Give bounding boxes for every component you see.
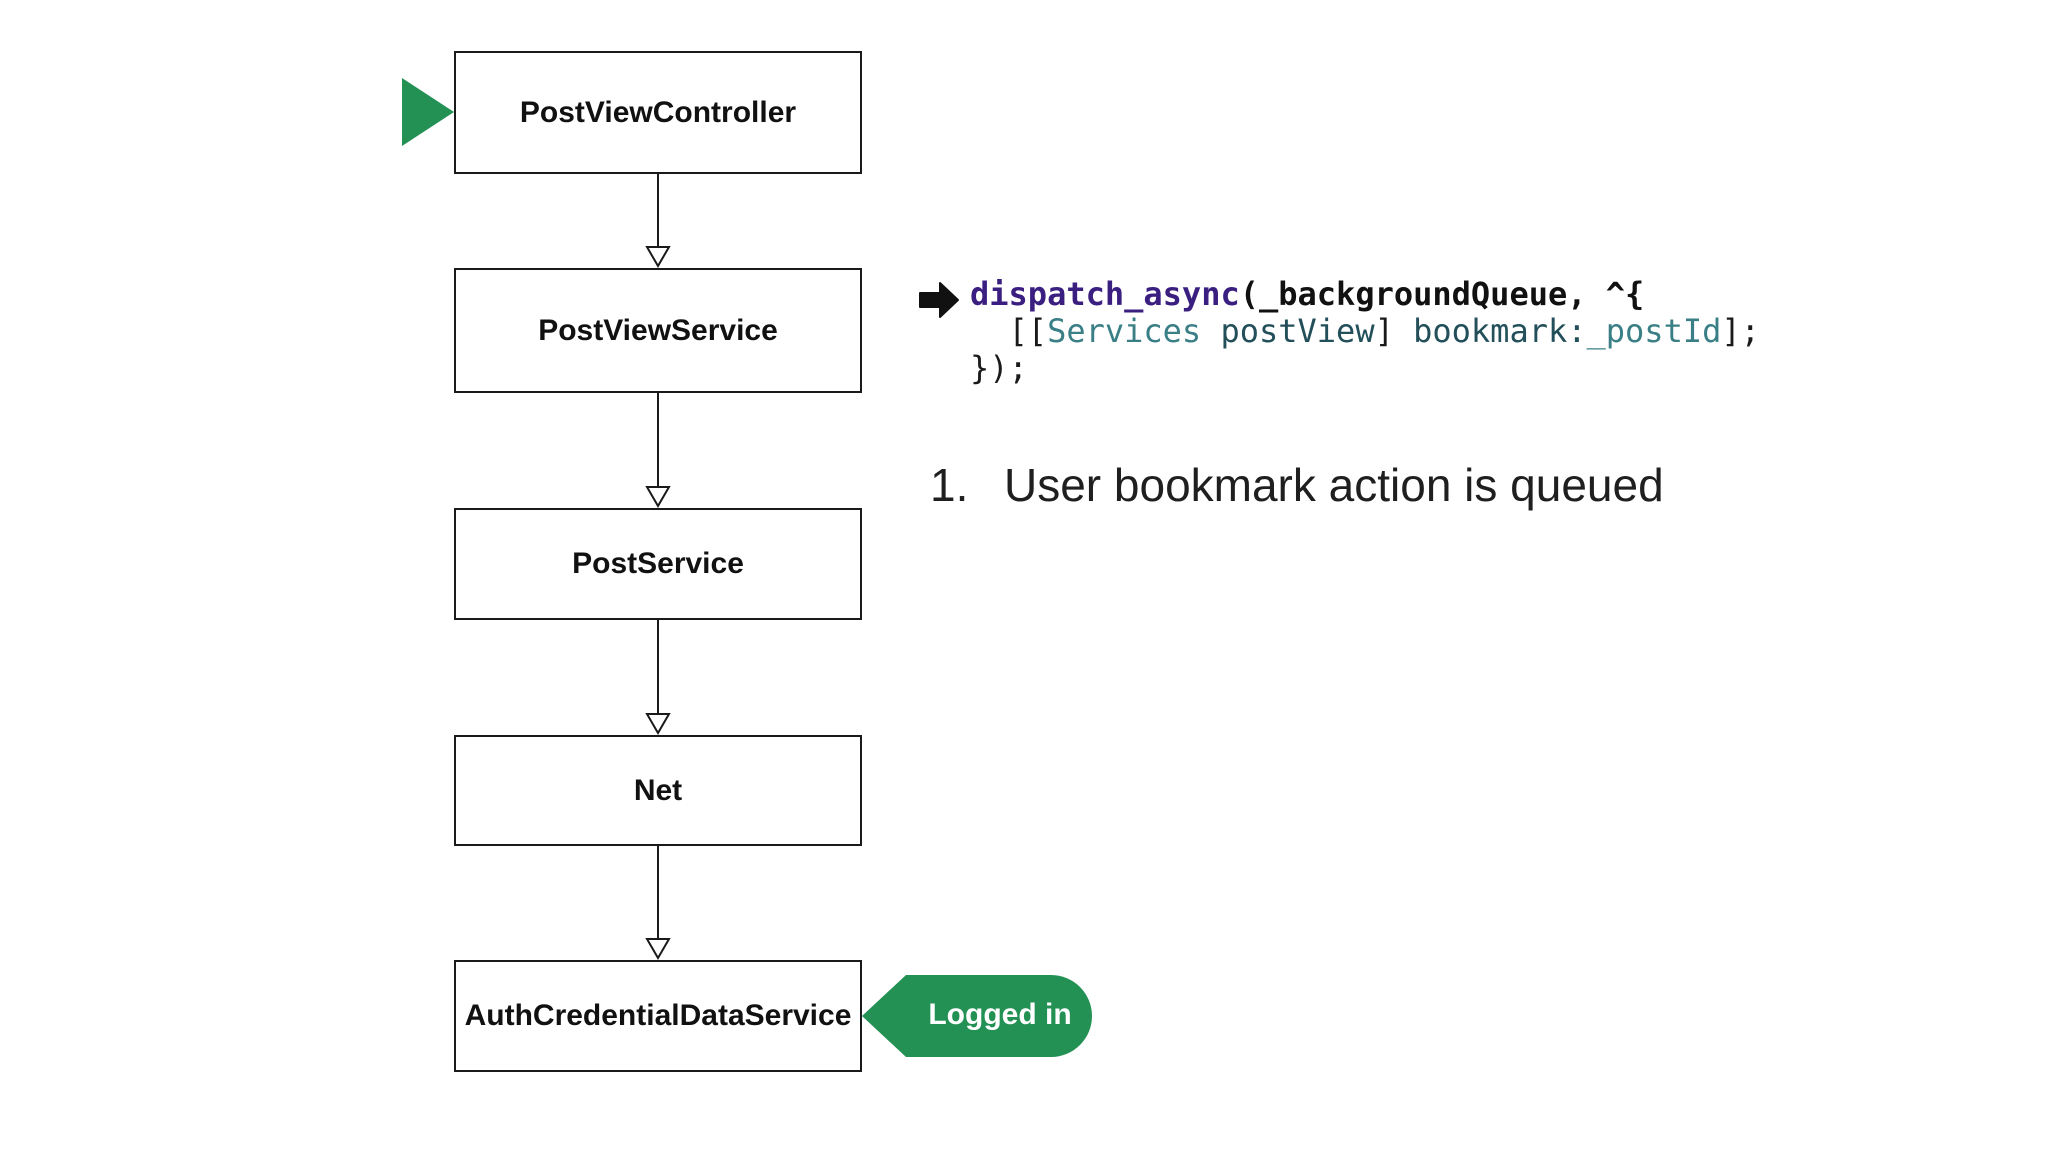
code-arguments: (_backgroundQueue, ^{ [1239, 275, 1645, 313]
flow-box-postviewcontroller: PostViewController [454, 51, 862, 174]
logged-in-badge: Logged in [900, 974, 1100, 1056]
flow-box-label: AuthCredentialDataService [464, 999, 852, 1032]
arrowhead-icon [645, 246, 671, 268]
code-line-2: [[Services postView] bookmark:_postId]; [1008, 312, 1760, 350]
flow-box-postviewservice: PostViewService [454, 268, 862, 393]
flow-box-label: PostViewController [519, 95, 797, 129]
play-triangle-icon [402, 78, 454, 146]
arrow-right-icon [919, 282, 959, 318]
code-function-name: dispatch_async [970, 275, 1240, 313]
flow-box-postservice: PostService [454, 508, 862, 620]
step-number: 1. [930, 459, 969, 511]
arrowhead-icon [645, 938, 671, 960]
logged-in-badge-shape [862, 975, 1092, 1057]
code-method-name: postView [1220, 312, 1375, 350]
logged-in-badge-label: Logged in [928, 998, 1072, 1031]
code-class-name: Services [1047, 312, 1202, 350]
flow-box-label: PostViewService [538, 313, 778, 347]
flow-box-label: PostService [572, 547, 744, 580]
step-item: 1. User bookmark action is queued [930, 458, 1664, 512]
arrowhead-icon [645, 486, 671, 508]
code-line-1: dispatch_async(_backgroundQueue, ^{ [970, 275, 1644, 313]
step-text: User bookmark action is queued [1004, 459, 1664, 511]
code-selector: bookmark: [1413, 312, 1587, 350]
code-ivar: _postId [1586, 312, 1722, 350]
arrowhead-icon [645, 713, 671, 735]
flow-box-net: Net [454, 735, 862, 846]
code-line-3: }); [970, 349, 1028, 387]
flow-box-label: Net [633, 773, 683, 807]
code-snippet: dispatch_async(_backgroundQueue, ^{ [[Se… [970, 276, 1760, 387]
flow-box-authcredentialdataservice: AuthCredentialDataService [454, 960, 862, 1072]
